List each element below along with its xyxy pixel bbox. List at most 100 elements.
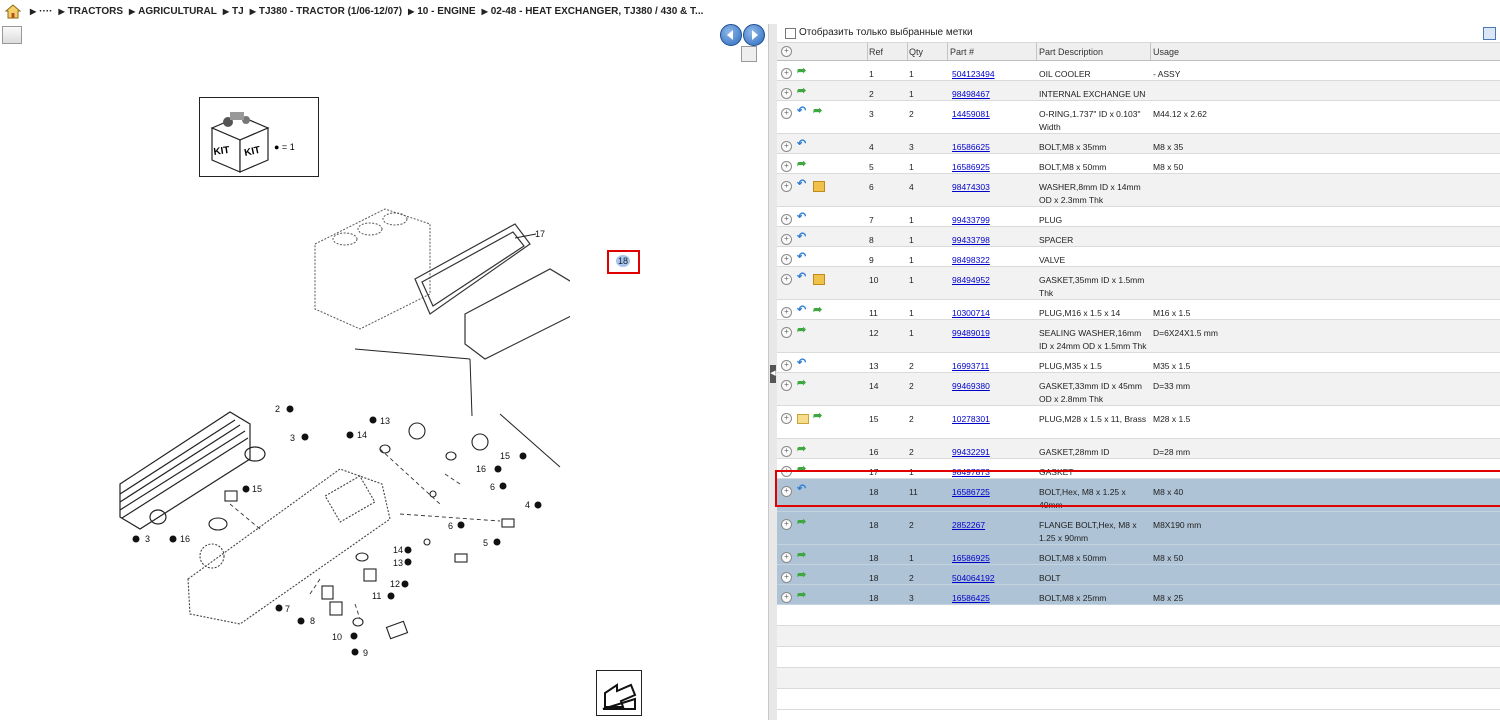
breadcrumb-item[interactable]: ▶02-48 - HEAT EXCHANGER, TJ380 / 430 & T… bbox=[482, 6, 704, 17]
expand-row-icon[interactable]: + bbox=[781, 466, 792, 477]
row-part-number[interactable]: 16993711 bbox=[952, 361, 990, 371]
add-to-cart-arrow-icon[interactable]: ➦ bbox=[797, 516, 807, 528]
diagram-scroll-toggle[interactable] bbox=[741, 46, 757, 62]
diagram-pane[interactable]: KIT KIT ● = 1 18 bbox=[0, 24, 768, 720]
row-part-number[interactable]: 98497873 bbox=[952, 467, 990, 477]
expand-row-icon[interactable]: + bbox=[781, 141, 792, 152]
row-part-number[interactable]: 16586425 bbox=[952, 593, 990, 603]
breadcrumb-label[interactable]: TJ bbox=[232, 6, 244, 17]
row-part-number[interactable]: 99433798 bbox=[952, 235, 990, 245]
breadcrumb-label[interactable]: TJ380 - TRACTOR (1/06-12/07) bbox=[258, 6, 403, 17]
collapse-arrow-icon[interactable]: ◀ bbox=[770, 365, 776, 383]
row-part-number[interactable]: 99433799 bbox=[952, 215, 990, 225]
breadcrumb-label[interactable]: 02-48 - HEAT EXCHANGER, TJ380 / 430 & T.… bbox=[490, 6, 704, 17]
replacement-arrow-icon[interactable]: ↶ bbox=[797, 105, 807, 117]
replacement-arrow-icon[interactable]: ↶ bbox=[797, 304, 807, 316]
row-part-number[interactable]: 99432291 bbox=[952, 447, 990, 457]
breadcrumb-item[interactable]: ▶TJ bbox=[223, 6, 244, 17]
add-to-cart-arrow-icon[interactable]: ➦ bbox=[797, 549, 807, 561]
row-part-number[interactable]: 16586925 bbox=[952, 162, 990, 172]
expand-row-icon[interactable]: + bbox=[781, 68, 792, 79]
breadcrumb-label[interactable]: AGRICULTURAL bbox=[138, 6, 217, 17]
row-part-number[interactable]: 16586725 bbox=[952, 487, 990, 497]
callout-18[interactable]: 18 bbox=[616, 255, 630, 267]
col-part-description[interactable]: Part Description bbox=[1039, 47, 1104, 57]
row-part-number[interactable]: 2852267 bbox=[952, 520, 986, 530]
expand-row-icon[interactable]: + bbox=[781, 108, 792, 119]
replacement-arrow-icon[interactable]: ↶ bbox=[797, 271, 807, 283]
breadcrumb-label[interactable]: 10 - ENGINE bbox=[417, 6, 476, 17]
breadcrumb-item[interactable]: ▶TRACTORS bbox=[58, 6, 123, 17]
expand-row-icon[interactable]: + bbox=[781, 572, 792, 583]
previous-page-button[interactable] bbox=[720, 24, 742, 46]
row-part-number[interactable]: 98498467 bbox=[952, 89, 990, 99]
row-part-number[interactable]: 10278301 bbox=[952, 414, 990, 424]
expand-all-icon[interactable]: + bbox=[781, 46, 792, 57]
col-usage[interactable]: Usage bbox=[1153, 47, 1180, 57]
home-icon[interactable] bbox=[5, 4, 21, 19]
col-qty[interactable]: Qty bbox=[909, 47, 924, 57]
add-to-cart-arrow-icon[interactable]: ➦ bbox=[797, 324, 807, 336]
note-envelope-icon[interactable] bbox=[797, 414, 809, 424]
expand-row-icon[interactable]: + bbox=[781, 380, 792, 391]
expand-row-icon[interactable]: + bbox=[781, 360, 792, 371]
callout-18-highlight[interactable]: 18 bbox=[607, 250, 640, 274]
add-to-cart-arrow-icon[interactable]: ➦ bbox=[797, 589, 807, 601]
row-part-number[interactable]: 14459081 bbox=[952, 109, 990, 119]
col-ref[interactable]: Ref bbox=[869, 47, 884, 57]
col-part-number[interactable]: Part # bbox=[950, 47, 975, 57]
breadcrumb-label[interactable]: TRACTORS bbox=[67, 6, 124, 17]
show-selected-only-checkbox[interactable] bbox=[785, 28, 796, 39]
add-to-cart-arrow-icon[interactable]: ➦ bbox=[813, 410, 823, 422]
replacement-arrow-icon[interactable]: ↶ bbox=[797, 231, 807, 243]
breadcrumb-item[interactable]: ▶AGRICULTURAL bbox=[129, 6, 217, 17]
expand-row-icon[interactable]: + bbox=[781, 307, 792, 318]
expand-row-icon[interactable]: + bbox=[781, 181, 792, 192]
expand-row-icon[interactable]: + bbox=[781, 486, 792, 497]
row-part-number[interactable]: 504064192 bbox=[952, 573, 995, 583]
expand-row-icon[interactable]: + bbox=[781, 88, 792, 99]
expand-row-icon[interactable]: + bbox=[781, 519, 792, 530]
expand-row-icon[interactable]: + bbox=[781, 552, 792, 563]
kit-package-icon[interactable] bbox=[813, 274, 825, 285]
row-part-number[interactable]: 504123494 bbox=[952, 69, 995, 79]
expand-row-icon[interactable]: + bbox=[781, 214, 792, 225]
add-to-cart-arrow-icon[interactable]: ➦ bbox=[797, 569, 807, 581]
add-to-cart-arrow-icon[interactable]: ➦ bbox=[797, 463, 807, 475]
replacement-arrow-icon[interactable]: ↶ bbox=[797, 211, 807, 223]
kit-package-icon[interactable] bbox=[813, 181, 825, 192]
expand-row-icon[interactable]: + bbox=[781, 592, 792, 603]
expand-row-icon[interactable]: + bbox=[781, 413, 792, 424]
replacement-arrow-icon[interactable]: ↶ bbox=[797, 483, 807, 495]
add-to-cart-arrow-icon[interactable]: ➦ bbox=[797, 65, 807, 77]
expand-row-icon[interactable]: + bbox=[781, 161, 792, 172]
row-part-number[interactable]: 99469380 bbox=[952, 381, 990, 391]
row-part-number[interactable]: 98494952 bbox=[952, 275, 990, 285]
next-page-button[interactable] bbox=[743, 24, 765, 46]
add-to-cart-arrow-icon[interactable]: ➦ bbox=[797, 158, 807, 170]
add-to-cart-arrow-icon[interactable]: ➦ bbox=[813, 304, 823, 316]
list-view-icon[interactable] bbox=[1483, 27, 1496, 40]
breadcrumb-label[interactable]: ···· bbox=[39, 6, 53, 17]
expand-row-icon[interactable]: + bbox=[781, 446, 792, 457]
expand-row-icon[interactable]: + bbox=[781, 234, 792, 245]
breadcrumb-item[interactable]: ▶···· bbox=[30, 6, 52, 17]
